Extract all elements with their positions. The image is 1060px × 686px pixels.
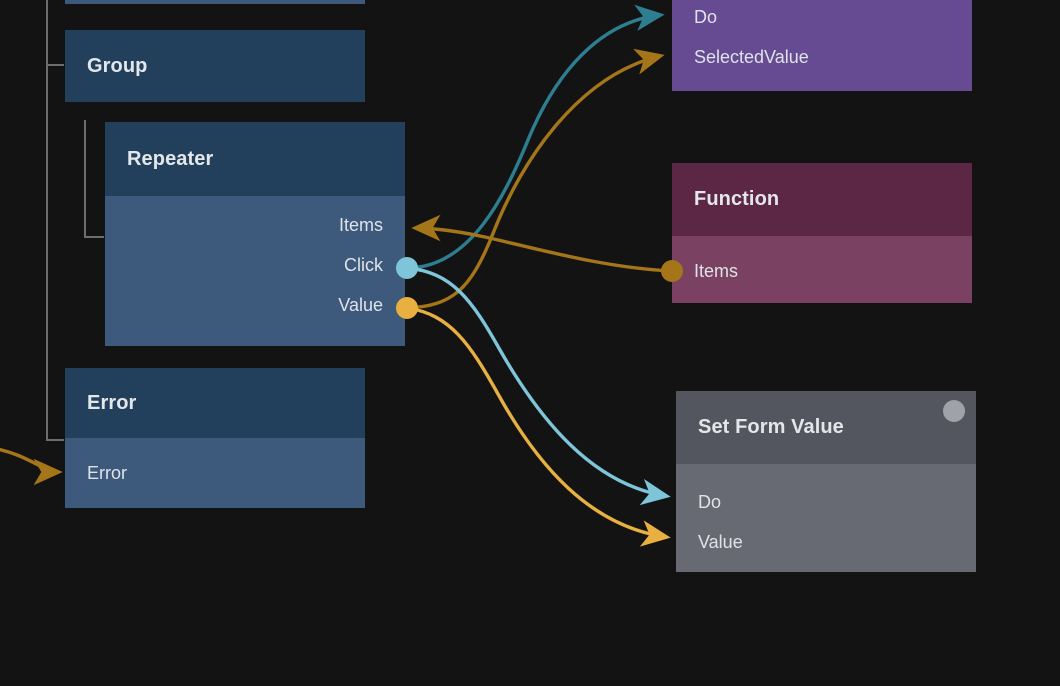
port-setform-do[interactable]: Do	[698, 492, 722, 512]
edge-click-to-do	[406, 4, 665, 270]
port-repeater-value[interactable]: Value	[338, 295, 383, 315]
port-setform-value[interactable]: Value	[698, 532, 743, 552]
port-dot-repeater-value[interactable]	[396, 297, 418, 319]
edge-offscreen-to-error	[0, 447, 63, 486]
edge-function-items-to-repeater-items	[411, 214, 673, 273]
error-body: Error	[65, 438, 365, 508]
port-function-items[interactable]: Items	[694, 261, 739, 281]
port-dropdown-selectedvalue[interactable]: SelectedValue	[694, 47, 809, 67]
node-clipped-top[interactable]	[65, 0, 365, 4]
port-dot-repeater-click[interactable]	[396, 257, 418, 279]
node-function[interactable]: Function Items	[672, 163, 972, 303]
port-dropdown-do[interactable]: Do	[694, 7, 718, 27]
edge-value-to-setform-value	[406, 306, 671, 547]
port-repeater-click[interactable]: Click	[344, 255, 383, 275]
error-header[interactable]: Error	[65, 368, 365, 438]
function-title: Function	[694, 188, 780, 210]
status-dot-icon	[943, 400, 965, 422]
group-title: Group	[87, 54, 148, 77]
port-dot-function-items[interactable]	[661, 260, 683, 282]
port-repeater-items[interactable]: Items	[338, 215, 383, 235]
node-group[interactable]: Group	[65, 30, 365, 102]
set-form-value-body: Do Value	[676, 464, 976, 572]
error-title: Error	[87, 391, 137, 414]
function-header[interactable]: Function	[672, 163, 972, 236]
repeater-header[interactable]: Repeater	[105, 122, 405, 196]
set-form-value-header[interactable]: Set Form Value	[676, 391, 976, 464]
node-set-form-value[interactable]: Set Form Value Do Value	[676, 391, 976, 572]
repeater-title: Repeater	[127, 147, 214, 170]
edge-value-to-selectedvalue	[406, 48, 665, 310]
dropdown-partial-body: Do SelectedValue	[672, 0, 972, 91]
port-error-error[interactable]: Error	[87, 463, 127, 483]
node-repeater[interactable]: Repeater Items Click Value	[105, 122, 405, 346]
node-dropdown-partial[interactable]: Do SelectedValue	[672, 0, 972, 91]
repeater-body: Items Click Value	[105, 196, 405, 346]
set-form-value-title: Set Form Value	[698, 416, 844, 438]
edge-click-to-setform-do	[406, 266, 671, 506]
clipped-top-body	[65, 0, 365, 4]
group-header[interactable]: Group	[65, 30, 365, 102]
node-error[interactable]: Error Error	[65, 368, 365, 508]
function-body: Items	[672, 236, 972, 303]
